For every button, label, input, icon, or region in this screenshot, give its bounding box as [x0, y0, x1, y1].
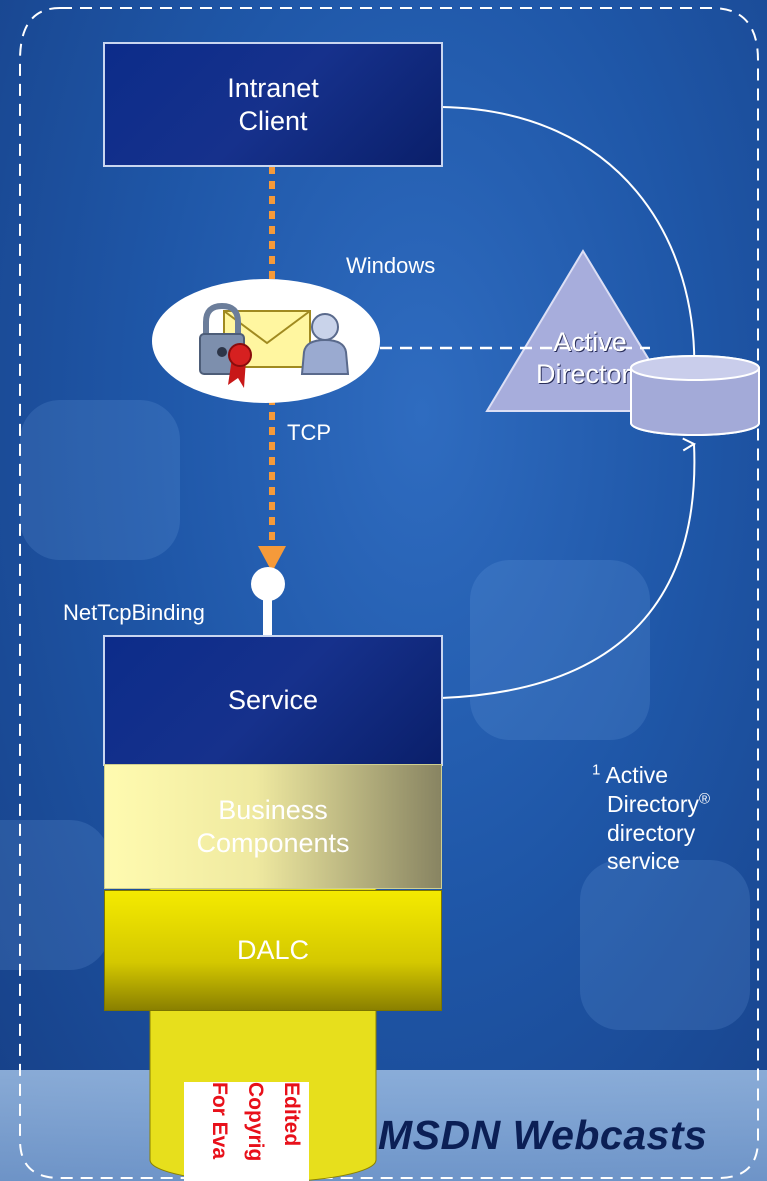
- footnote-line3: directory: [607, 819, 696, 846]
- flow-arrowhead: [258, 546, 286, 572]
- user-icon: [300, 313, 350, 375]
- footer-band: [0, 1070, 767, 1181]
- watermark-line: Edited: [280, 1082, 303, 1147]
- dalc-box: DALC: [104, 890, 442, 1011]
- service-to-directory-arrow: [440, 444, 694, 699]
- background-tile: [470, 560, 650, 740]
- endpoint-stem: [263, 590, 272, 636]
- business-components-box: Business Components: [104, 764, 442, 889]
- footnote: 1 Active Directory® directory service: [592, 761, 710, 876]
- boundary-outline: [19, 7, 759, 1179]
- background-tile: [0, 820, 110, 970]
- client-to-directory-arrow: [440, 106, 694, 378]
- footnote-line1: Active: [605, 762, 669, 788]
- certificate-ribbon-icon: [228, 343, 252, 388]
- binding-label: NetTcpBinding: [63, 600, 205, 625]
- footnote-line2: Directory: [607, 790, 700, 817]
- active-directory-label: Active Directory: [535, 326, 644, 389]
- msdn-webcasts-logo: MSDN Webcasts: [378, 1112, 708, 1158]
- service-box: Service: [103, 635, 443, 766]
- windows-label: Windows: [346, 253, 436, 278]
- endpoint-circle: [251, 567, 285, 601]
- footnote-line4: service: [607, 848, 680, 875]
- tcp-label: TCP: [287, 420, 331, 445]
- background-tile: [20, 400, 180, 560]
- watermark: Edited Copyrig For Eva: [184, 1082, 309, 1181]
- footnote-marker: 1: [592, 761, 601, 779]
- footnote-trademark: ®: [699, 790, 711, 808]
- watermark-line: For Eva: [208, 1082, 231, 1160]
- watermark-line: Copyrig: [244, 1082, 267, 1162]
- intranet-client-box: Intranet Client: [103, 42, 443, 167]
- background-tile: [580, 860, 750, 1030]
